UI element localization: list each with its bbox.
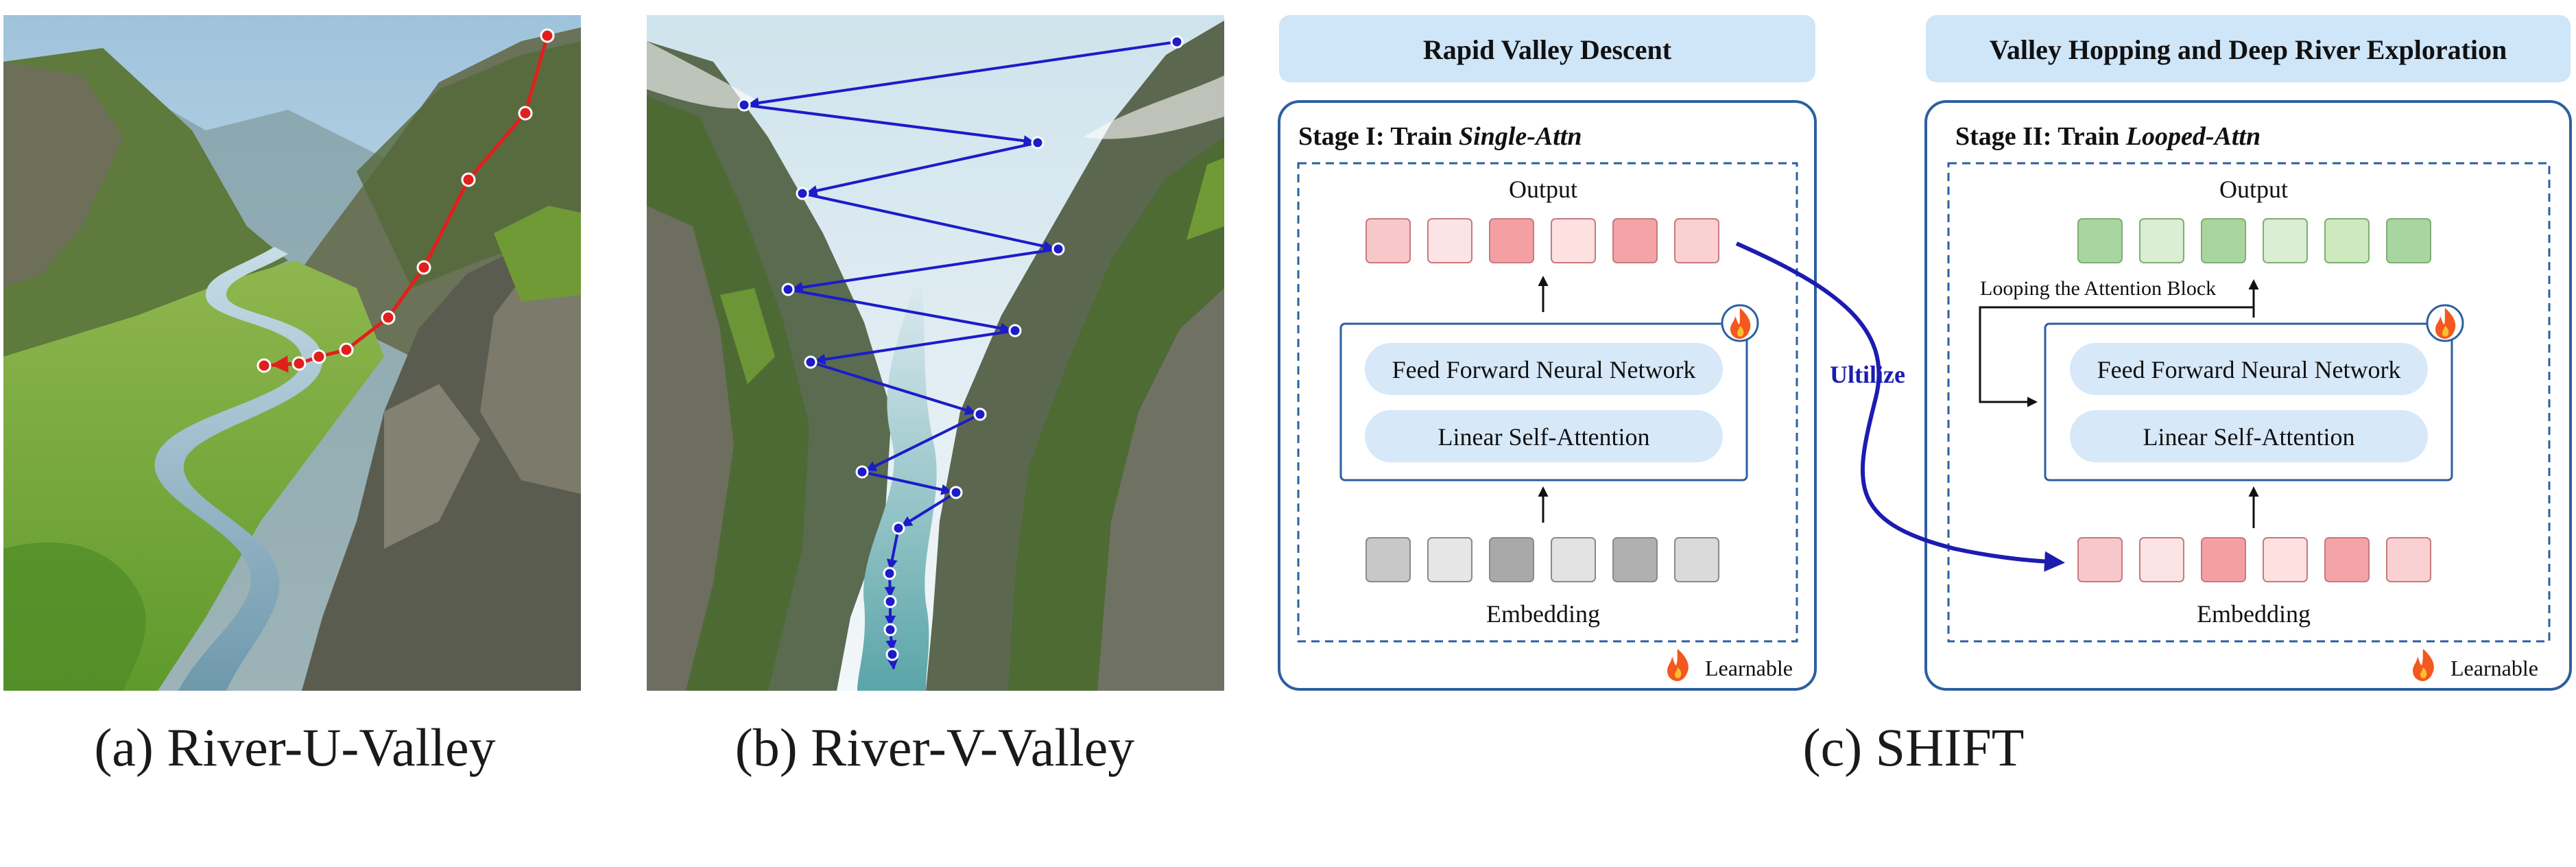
stage2-output-tokens xyxy=(2077,218,2431,263)
stage1-learnable-label: Learnable xyxy=(1705,656,1793,680)
stage2-output-label: Output xyxy=(2219,176,2288,203)
token-cell xyxy=(1489,218,1534,263)
stage1-embedding-tokens xyxy=(1365,537,1719,582)
caption-c: (c) SHIFT xyxy=(1802,717,2025,777)
token-cell xyxy=(2324,537,2370,582)
u-trajectory-point xyxy=(540,28,555,43)
v-trajectory-point xyxy=(1051,242,1065,256)
stage2-title: Stage II: Train Looped-Attn xyxy=(1955,122,2261,151)
stage2-learnable-legend: Learnable xyxy=(2413,649,2538,681)
v-trajectory-point xyxy=(892,521,905,535)
stage2-embedding-label: Embedding xyxy=(2197,600,2311,628)
stage2-attn-box xyxy=(2070,410,2428,462)
stage1-ffn-label: Feed Forward Neural Network xyxy=(1392,356,1696,383)
u-trajectory-point xyxy=(339,342,354,357)
token-cell xyxy=(2201,218,2246,263)
stage2-embedding-tokens xyxy=(2077,537,2431,582)
token-cell xyxy=(1489,537,1534,582)
caption-b: (b) River-V-Valley xyxy=(735,717,1135,777)
stage1-fire-badge xyxy=(1721,304,1759,342)
token-cell xyxy=(1365,537,1411,582)
v-trajectory-point xyxy=(883,623,897,637)
token-cell xyxy=(1427,537,1472,582)
u-trajectory-point xyxy=(461,172,476,187)
v-valley-trajectory xyxy=(737,35,1184,670)
v-trajectory-point xyxy=(973,407,987,421)
token-cell xyxy=(1674,218,1719,263)
token-cell xyxy=(2263,537,2308,582)
u-trajectory-point xyxy=(381,310,396,325)
token-cell xyxy=(2386,218,2431,263)
token-cell xyxy=(1612,218,1658,263)
stage2-fire-badge xyxy=(2426,304,2464,342)
u-trajectory-point xyxy=(416,260,431,275)
stage1-ffn-box xyxy=(1365,343,1723,395)
token-cell xyxy=(1551,537,1596,582)
u-valley-image xyxy=(3,15,581,691)
stage2-learnable-label: Learnable xyxy=(2450,656,2538,680)
stage2-loop-label: Looping the Attention Block xyxy=(1980,277,2216,300)
v-trajectory-point xyxy=(885,648,899,661)
fire-icon xyxy=(2435,308,2456,339)
v-trajectory-point xyxy=(737,98,751,112)
stage1-output-tokens xyxy=(1365,218,1719,263)
token-cell xyxy=(1674,537,1719,582)
token-cell xyxy=(2263,218,2308,263)
v-trajectory-point xyxy=(1031,136,1045,150)
stage1-title: Stage I: Train Single-Attn xyxy=(1298,122,1582,151)
utilize-arrow xyxy=(1735,241,2065,572)
token-cell xyxy=(2139,218,2184,263)
fire-icon xyxy=(2413,649,2434,681)
stage1-header-box xyxy=(1279,15,1815,82)
token-cell xyxy=(1612,537,1658,582)
token-cell xyxy=(1427,218,1472,263)
caption-a: (a) River-U-Valley xyxy=(94,717,496,777)
v-trajectory-point xyxy=(1008,324,1022,337)
v-trajectory-point xyxy=(1170,35,1184,49)
v-trajectory-point xyxy=(796,187,809,200)
token-cell xyxy=(2077,218,2123,263)
stage1-output-label: Output xyxy=(1509,176,1577,203)
v-trajectory-point xyxy=(781,283,795,296)
token-cell xyxy=(1551,218,1596,263)
stage1-attn-label: Linear Self-Attention xyxy=(1438,423,1650,451)
v-trajectory-point xyxy=(883,595,897,608)
stage1-inner-dashed xyxy=(1297,162,1798,643)
v-trajectory-point xyxy=(855,465,869,479)
u-trajectory-point xyxy=(518,106,533,121)
stage2-ffn-box xyxy=(2070,343,2428,395)
token-cell xyxy=(2201,537,2246,582)
token-cell xyxy=(2386,537,2431,582)
loop-arrow xyxy=(1979,306,2254,407)
token-cell xyxy=(2139,537,2184,582)
stage1-learnable-legend: Learnable xyxy=(1667,649,1793,681)
token-cell xyxy=(2324,218,2370,263)
u-trajectory-point xyxy=(257,358,272,373)
v-valley-image xyxy=(647,15,1224,691)
fire-icon xyxy=(1667,649,1689,681)
stage2-header-box xyxy=(1926,15,2571,82)
utilize-label: Ultilize xyxy=(1830,361,1905,388)
stage2-attn-label: Linear Self-Attention xyxy=(2143,423,2355,451)
u-trajectory-point xyxy=(311,349,326,364)
fire-icon xyxy=(1730,308,1751,339)
v-trajectory-point xyxy=(949,486,963,499)
token-cell xyxy=(2077,537,2123,582)
stage1-header: Rapid Valley Descent xyxy=(1423,34,1672,65)
stage2-ffn-label: Feed Forward Neural Network xyxy=(2097,356,2401,383)
v-trajectory-point xyxy=(804,355,818,369)
u-trajectory-point xyxy=(291,356,307,371)
stage1-attn-box xyxy=(1365,410,1723,462)
stage2-inner-dashed xyxy=(1947,162,2551,643)
v-trajectory-point xyxy=(883,567,896,580)
stage2-header: Valley Hopping and Deep River Exploratio… xyxy=(1990,34,2507,65)
token-cell xyxy=(1365,218,1411,263)
u-valley-trajectory xyxy=(257,28,555,373)
stage1-embedding-label: Embedding xyxy=(1486,600,1600,628)
